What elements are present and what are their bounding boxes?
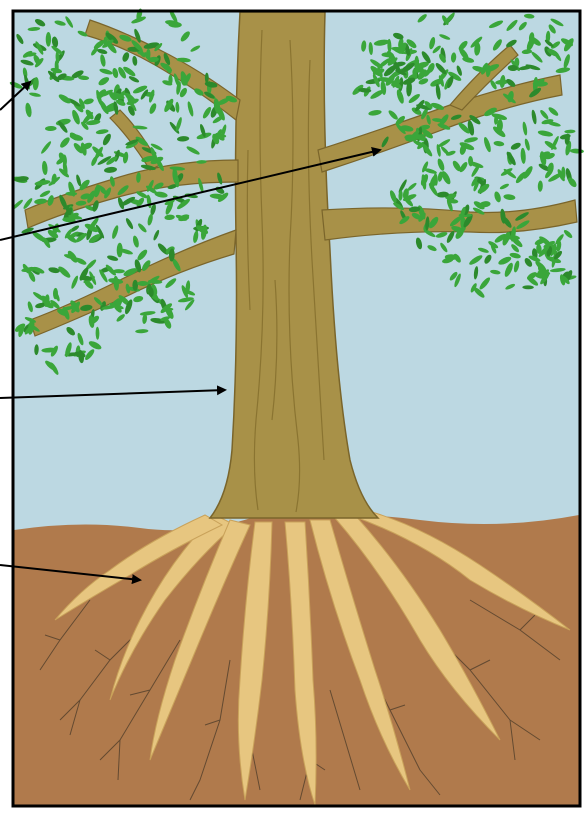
leaf xyxy=(205,73,209,84)
leaf xyxy=(414,56,419,72)
leaf xyxy=(132,280,138,291)
leaf xyxy=(137,281,148,286)
leaf xyxy=(46,32,51,47)
leaf xyxy=(533,81,548,87)
